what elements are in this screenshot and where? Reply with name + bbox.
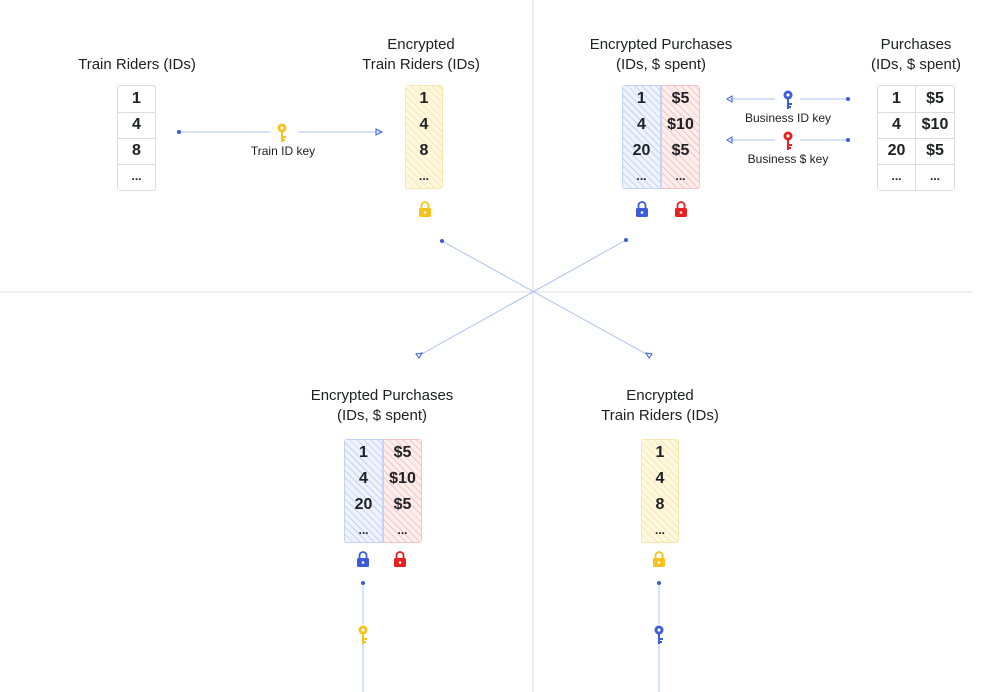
encrypted-purchases-title: Encrypted Purchases (IDs, $ spent) xyxy=(589,36,733,73)
connector-dot xyxy=(177,130,181,134)
table-cell: 1 xyxy=(419,90,429,107)
table-cell: 1 xyxy=(118,86,155,113)
table-cell: 4 xyxy=(359,470,368,487)
table-cell: $5 xyxy=(393,496,412,513)
blue-key-icon xyxy=(654,625,664,644)
table-cell: 1 xyxy=(637,90,646,107)
table-cell: 4 xyxy=(655,470,665,487)
bottom-encrypted-purchases-table: 1 4 20 ... $5 $10 $5 ... xyxy=(344,439,422,543)
table-cell: 1 xyxy=(878,86,915,113)
red-lock-icon xyxy=(675,201,687,217)
table-cell: $10 xyxy=(667,116,694,133)
table-cell: ... xyxy=(675,169,686,183)
table-cell: $5 xyxy=(393,444,412,461)
connector-dot xyxy=(440,239,444,243)
table-cell: 1 xyxy=(359,444,368,461)
connector-dot xyxy=(624,238,628,242)
business-id-key-label: Business ID key xyxy=(744,111,832,125)
yellow-key-icon xyxy=(358,625,368,644)
table-cell: 1 xyxy=(655,444,665,461)
encrypted-train-riders-table: 1 4 8 ... xyxy=(405,85,443,189)
table-cell: ... xyxy=(358,523,369,537)
bottom-encrypted-train-riders-title: Encrypted Train Riders (IDs) xyxy=(601,387,719,424)
blue-key-icon xyxy=(783,90,793,109)
bottom-encrypted-purchases-title: Encrypted Purchases (IDs, $ spent) xyxy=(310,387,454,424)
encrypted-train-riders-title: Encrypted Train Riders (IDs) xyxy=(362,36,480,73)
table-cell: 20 xyxy=(354,496,373,513)
table-cell: $5 xyxy=(671,142,690,159)
yellow-lock-icon xyxy=(653,551,665,567)
arrowhead xyxy=(375,128,384,136)
arrowhead xyxy=(726,136,733,144)
table-cell: 8 xyxy=(419,142,429,159)
arrowhead xyxy=(726,95,733,103)
table-cell: ... xyxy=(891,169,902,183)
exchange-line-purchases-to-bottom-left xyxy=(419,239,627,356)
table-cell: $5 xyxy=(916,138,954,165)
table-cell: 8 xyxy=(118,138,155,165)
table-cell: ... xyxy=(636,169,647,183)
table-cell: 4 xyxy=(419,116,429,133)
table-cell: $10 xyxy=(389,470,416,487)
encrypted-purchases-table: 1 4 20 ... $5 $10 $5 ... xyxy=(622,85,700,189)
purchases-table: 1 4 20 ... $5 $10 $5 ... xyxy=(877,85,955,191)
table-cell: ... xyxy=(397,523,408,537)
blue-lock-icon xyxy=(357,551,369,567)
table-cell: ... xyxy=(929,169,940,183)
connector-dot xyxy=(657,581,661,585)
table-cell: ... xyxy=(418,169,429,183)
business-dollar-key-label: Business $ key xyxy=(747,152,829,166)
table-cell: ... xyxy=(131,169,142,183)
train-riders-title: Train Riders (IDs) xyxy=(78,56,196,73)
table-cell: ... xyxy=(654,523,665,537)
train-riders-table: 1 4 8 ... xyxy=(117,85,156,191)
red-key-icon xyxy=(783,131,793,150)
bottom-encrypted-train-riders-table: 1 4 8 ... xyxy=(641,439,679,543)
connector-dot xyxy=(846,138,850,142)
blue-lock-icon xyxy=(636,201,648,217)
exchange-line-train-to-bottom-right xyxy=(441,240,649,356)
table-cell: $5 xyxy=(671,90,690,107)
connector-dot xyxy=(361,581,365,585)
table-cell: 8 xyxy=(655,496,665,513)
red-lock-icon xyxy=(394,551,406,567)
table-cell: 4 xyxy=(118,112,155,139)
table-cell: 4 xyxy=(878,112,915,139)
arrowhead xyxy=(645,352,653,359)
table-cell: 4 xyxy=(637,116,646,133)
purchases-title: Purchases (IDs, $ spent) xyxy=(870,36,962,73)
table-cell: $10 xyxy=(916,112,954,139)
connector-dot xyxy=(846,97,850,101)
table-cell: 20 xyxy=(632,142,651,159)
table-cell: $5 xyxy=(916,86,954,113)
yellow-key-icon xyxy=(277,123,287,142)
table-cell: 20 xyxy=(878,138,915,165)
arrowhead xyxy=(415,352,423,359)
yellow-lock-icon xyxy=(419,201,431,217)
train-key-label: Train ID key xyxy=(250,144,316,158)
